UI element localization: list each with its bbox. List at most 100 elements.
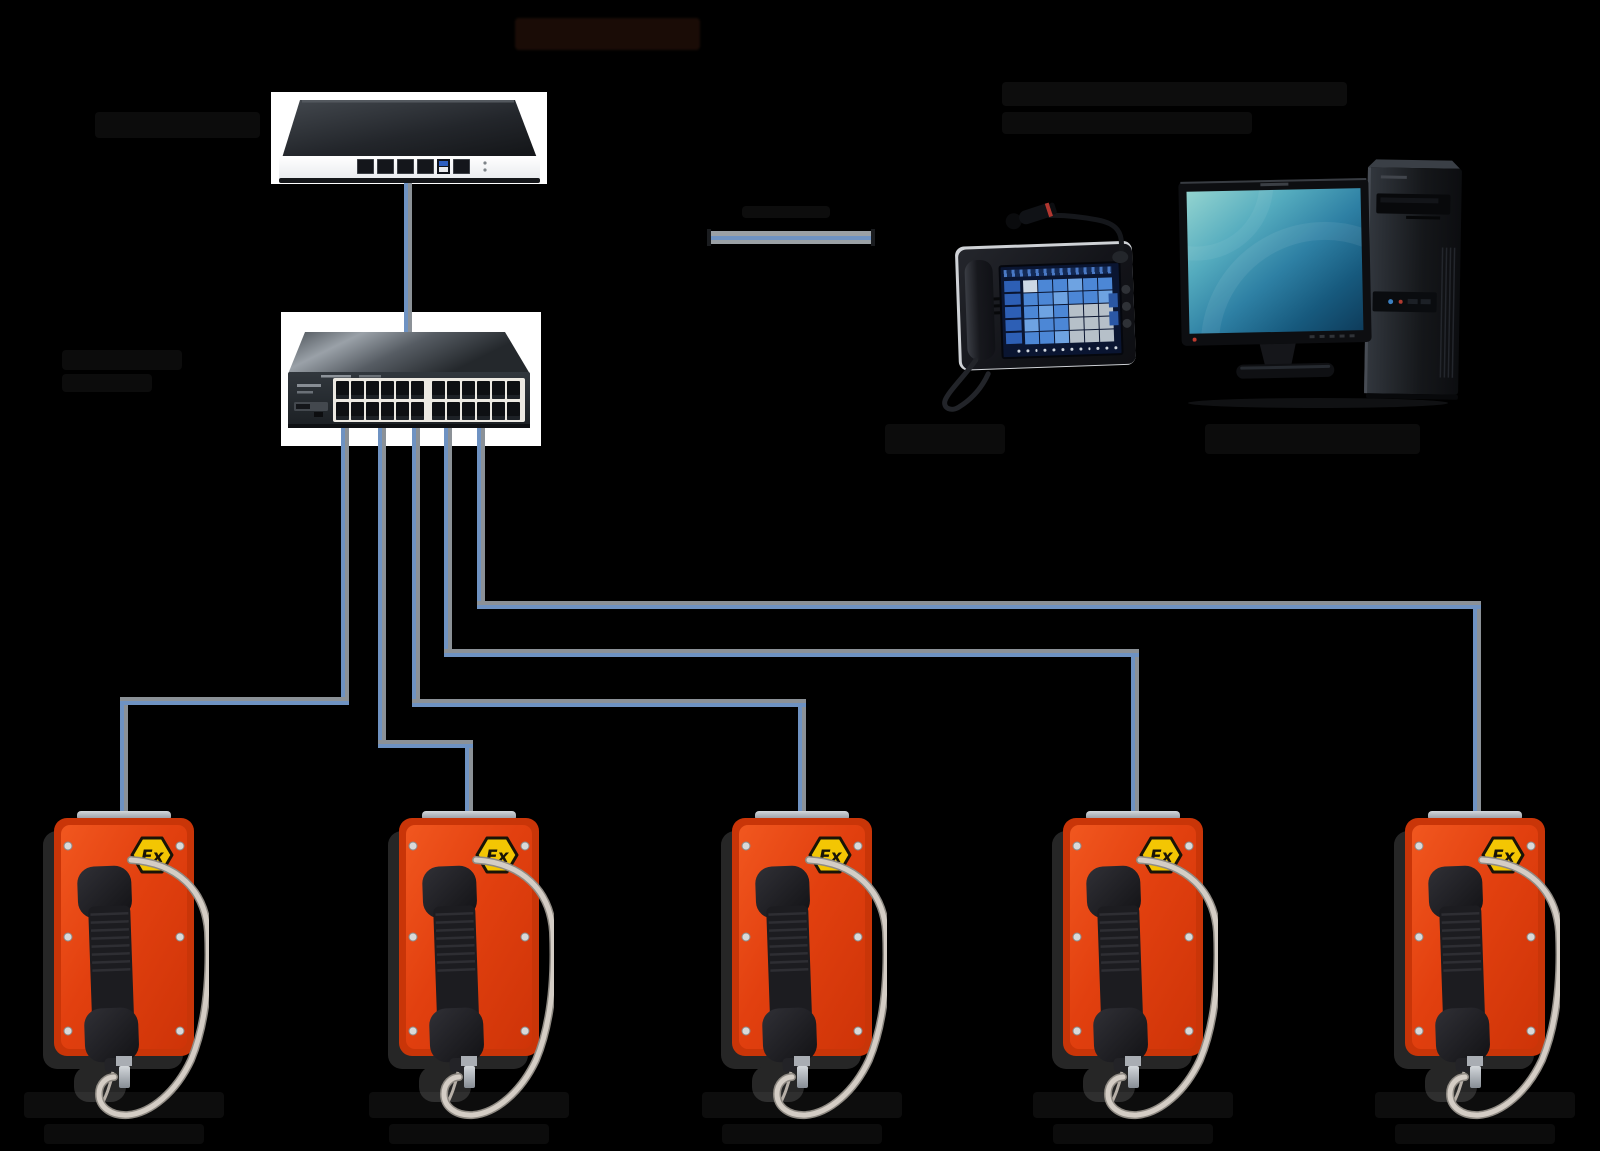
rj45-port (492, 402, 505, 420)
console-mic-overlay (942, 202, 1129, 412)
ethernet-cable-segment (378, 740, 473, 748)
ghost-label (1002, 82, 1347, 106)
ghost-label (62, 350, 182, 370)
rj45-port (381, 402, 394, 420)
rj45-port (417, 159, 434, 174)
management-pc (1158, 152, 1478, 412)
ethernet-cable-segment (477, 601, 1481, 609)
phone-screws (1414, 841, 1536, 1036)
ip-pbx-server (271, 92, 547, 184)
armored-handset-cord (772, 856, 891, 1120)
ethernet-cable-segment (341, 406, 349, 705)
ghost-label (95, 112, 260, 138)
rj45-port (507, 381, 520, 399)
pc-tower (1364, 159, 1462, 400)
phone-handset (755, 865, 817, 1105)
console-handset-cord (942, 357, 991, 412)
ethernet-cable-segment (412, 406, 420, 703)
ethernet-switch (281, 312, 541, 446)
ethernet-cable-segment (120, 697, 349, 705)
cable-gland (116, 1056, 132, 1088)
rj45-port (477, 402, 490, 420)
armored-handset-cord (439, 856, 558, 1120)
ethernet-cable-segment (477, 406, 485, 605)
monitor-buttons (1309, 334, 1355, 339)
rj45-port (336, 381, 349, 399)
pc-illustration (1178, 159, 1462, 408)
rj45-port (351, 402, 364, 420)
rj45-port (432, 381, 445, 399)
explosion-proof-telephone: Ex (717, 810, 891, 1140)
ghost-label (515, 18, 700, 50)
ethernet-cable-segment (120, 697, 128, 818)
ethernet-cable-segment (378, 406, 386, 744)
rj45-port (397, 159, 414, 174)
rj45-port (447, 381, 460, 399)
cable-gland (794, 1056, 810, 1088)
dispatch-console (922, 196, 1151, 422)
ghost-label (1053, 1124, 1213, 1144)
rj45-port (377, 159, 394, 174)
ethernet-cable-segment (404, 183, 412, 345)
ghost-label (1395, 1124, 1555, 1144)
ghost-label (885, 424, 1005, 454)
gooseneck-mic-head (1005, 202, 1057, 230)
ghost-label (389, 1124, 549, 1144)
switch-port-block (333, 378, 525, 422)
ghost-label (742, 206, 830, 218)
cable-gland (461, 1056, 477, 1088)
ethernet-cable-segment (444, 406, 452, 653)
explosion-proof-telephone: Ex (39, 810, 213, 1140)
armored-handset-cord (94, 856, 213, 1120)
phone-screws (1072, 841, 1194, 1036)
lan-link-arrow-left-cap (707, 229, 711, 246)
phone-handset (77, 865, 139, 1105)
rj45-port (396, 381, 409, 399)
explosion-proof-telephone: Ex (1048, 810, 1222, 1140)
lan-link-arrow (707, 229, 875, 246)
rj45-port (411, 402, 424, 420)
phone-handset (1428, 865, 1490, 1105)
ghost-label (62, 374, 152, 392)
cable-gland (1125, 1056, 1141, 1088)
rj45-port (336, 402, 349, 420)
rj45-port (366, 381, 379, 399)
rj45-port (366, 402, 379, 420)
rj45-port (351, 381, 364, 399)
ghost-label (722, 1124, 882, 1144)
rj45-port (411, 381, 424, 399)
rj45-port (432, 402, 445, 420)
ethernet-cable-segment (412, 699, 806, 707)
ghost-label (1002, 112, 1252, 134)
rj45-port (462, 402, 475, 420)
rj45-port (453, 159, 470, 174)
rj45-port (477, 381, 490, 399)
rj45-port (396, 402, 409, 420)
phone-screws (741, 841, 863, 1036)
phone-screws (63, 841, 185, 1036)
server-lan-ports (357, 159, 473, 174)
ethernet-cable-segment (444, 649, 1139, 657)
ethernet-cable-segment (465, 740, 473, 818)
pc-monitor (1178, 178, 1372, 379)
lan-link-arrow-right-cap (871, 229, 875, 246)
ghost-label (44, 1124, 204, 1144)
rj45-port (381, 381, 394, 399)
rj45-port (507, 402, 520, 420)
ethernet-cable-segment (1473, 601, 1481, 818)
ethernet-cable-segment (1131, 649, 1139, 818)
lan-link-arrow-stripe (711, 236, 871, 240)
phone-screws (408, 841, 530, 1036)
armored-handset-cord (1103, 856, 1222, 1120)
rj45-port (492, 381, 505, 399)
explosion-proof-telephone: Ex (1390, 810, 1564, 1140)
ethernet-cable-segment (798, 699, 806, 818)
phone-handset (1086, 865, 1148, 1105)
ghost-label (1205, 424, 1420, 454)
rj45-port (357, 159, 374, 174)
rj45-port (462, 381, 475, 399)
usb-port (437, 159, 450, 174)
armored-handset-cord (1445, 856, 1564, 1120)
phone-handset (422, 865, 484, 1105)
